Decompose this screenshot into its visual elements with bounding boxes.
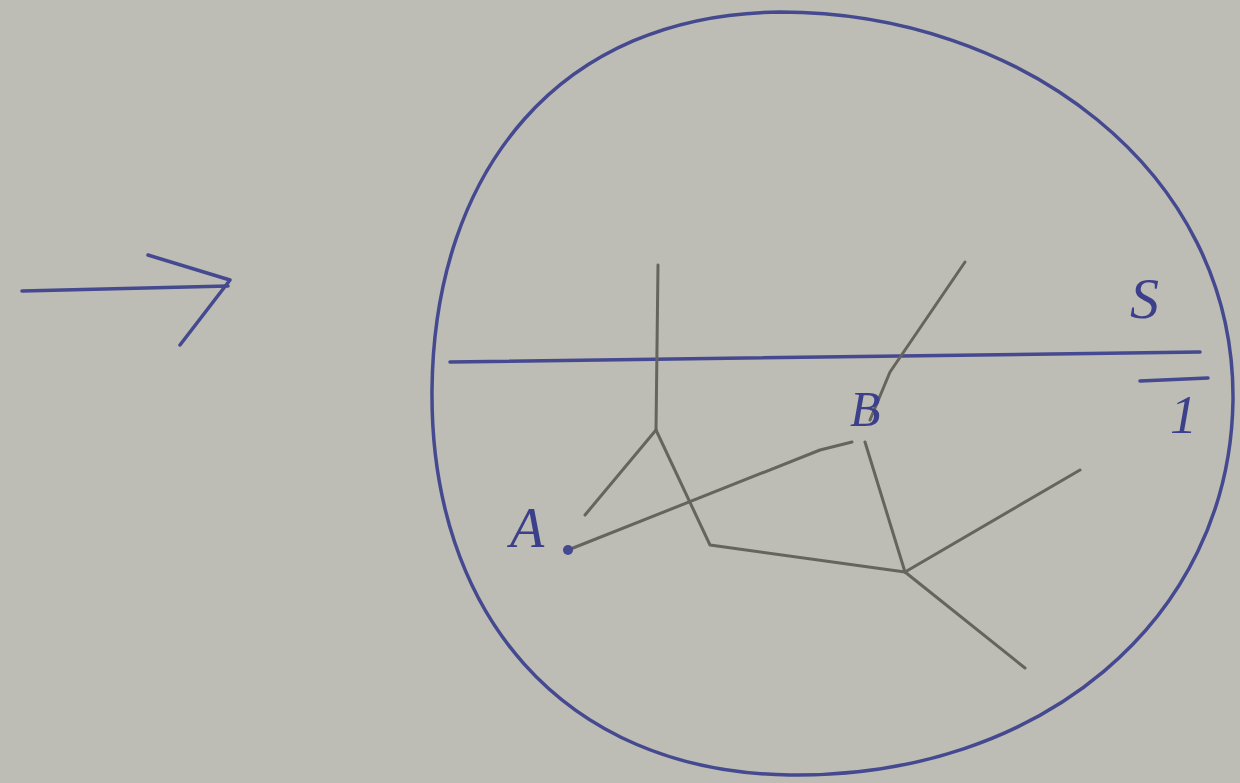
- circle-outline: [432, 12, 1233, 775]
- line-label: S: [1130, 270, 1159, 328]
- point-label: B: [850, 384, 881, 434]
- arrow-head: [148, 255, 230, 345]
- fraction-bar: [1140, 378, 1208, 381]
- point-label: A: [510, 500, 544, 556]
- arrow-shaft: [22, 286, 228, 291]
- line-label: 1: [1170, 388, 1197, 442]
- point-a: [563, 545, 573, 555]
- graph-lines: [568, 262, 1080, 668]
- horizontal-line: [450, 352, 1200, 362]
